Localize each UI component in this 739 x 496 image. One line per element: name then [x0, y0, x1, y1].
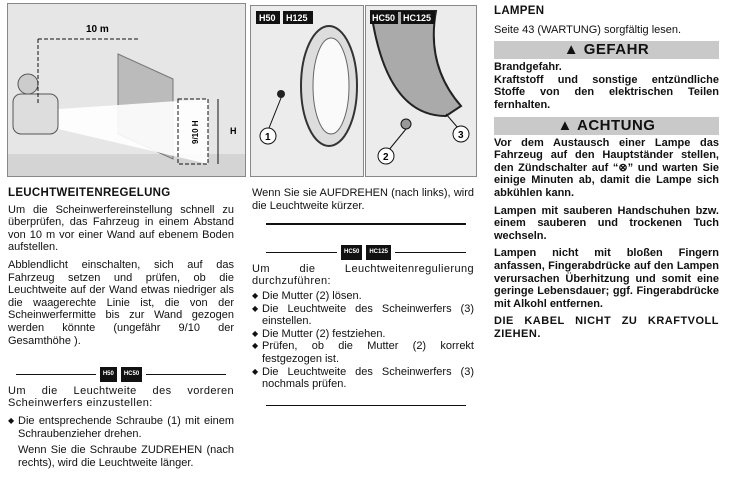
ratio-label: 9/10 H [191, 120, 200, 144]
model-badge: HC125 [403, 13, 431, 23]
callout-2: 2 [383, 152, 389, 163]
model-badge: HC50 [120, 367, 143, 382]
model-badge: HC50 [340, 245, 363, 260]
bullet-note: Wenn Sie die Schraube ZUDREHEN (nach rec… [18, 444, 234, 469]
list-item: Die Leuchtweite des Scheinwerfers (3) ei… [252, 303, 474, 328]
callout-3: 3 [458, 130, 464, 141]
section-intro: Um die Leuchtweitenregulierung durchzufü… [252, 262, 474, 288]
list-item: Die Mutter (2) festziehen. [252, 328, 474, 341]
danger-text: Kraftstoff und sonstige entzündliche Sto… [494, 73, 719, 111]
caution-text: Lampen nicht mit bloßen Fingern anfassen… [494, 247, 719, 310]
danger-label: GEFAHR [583, 41, 650, 59]
distance-label: 10 m [86, 24, 109, 35]
caution-banner: ▲ ACHTUNG [494, 116, 719, 135]
list-item: Die Mutter (2) lösen. [252, 290, 474, 303]
section-intro: Um die Leuchtweite des vorderen Scheinwe… [8, 384, 234, 410]
right-column: LAMPEN Seite 43 (WARTUNG) sorgfältig les… [494, 5, 719, 345]
headlight-nut-diagram: 2 3 HC50 HC125 [365, 5, 477, 177]
headlight-aim-illustration: 10 m H 9/10 H [8, 4, 245, 176]
left-column: LEUCHTWEITENREGELUNG Um die Scheinwerfer… [8, 187, 234, 474]
paragraph: Abblendlicht einschalten, sich auf das F… [8, 258, 234, 347]
divider [266, 404, 466, 407]
model-badge: HC50 [372, 13, 395, 23]
headlight-screw-diagram: 1 H50 H125 [250, 5, 364, 177]
headlight-aim-diagram: 10 m H 9/10 H [7, 3, 246, 177]
paragraph: Wenn Sie sie AUFDREHEN (nach links), wir… [252, 187, 474, 212]
divider [266, 223, 466, 226]
model-badge: H50 [259, 13, 276, 23]
section-heading: LAMPEN [494, 5, 545, 17]
paragraph: Seite 43 (WARTUNG) sorgfältig lesen. [494, 23, 682, 36]
danger-banner: ▲ GEFAHR [494, 41, 719, 60]
warning-triangle-icon: ▲ [557, 116, 573, 134]
model-badge: HC125 [366, 245, 392, 260]
list-item: Prüfen, ob die Mutter (2) korrekt festge… [252, 340, 474, 365]
height-label: H [230, 126, 237, 136]
model-badge: H50 [99, 367, 117, 382]
model-badge: H125 [286, 13, 308, 23]
list-item: Die entsprechende Schraube (1) mit einem… [8, 415, 234, 440]
caution-label: ACHTUNG [576, 116, 656, 134]
warning-triangle-icon: ▲ [563, 41, 580, 59]
caution-text: DIE KABEL NICHT ZU KRAFTVOLL ZIEHEN. [494, 315, 719, 340]
middle-column: Wenn Sie sie AUFDREHEN (nach links), wir… [252, 187, 474, 407]
section-heading: LEUCHTWEITENREGELUNG [8, 187, 171, 199]
caution-text: Lampen mit sauberen Handschuhen bzw. ein… [494, 204, 719, 242]
list-item: Die Leuchtweite des Scheinwerfers (3) no… [252, 366, 474, 391]
callout-1: 1 [265, 132, 271, 143]
paragraph: Um die Scheinwerfereinstellung schnell z… [8, 203, 234, 254]
danger-text: Brandgefahr. [494, 61, 562, 74]
caution-text: Vor dem Austausch einer Lampe das Fahrze… [494, 136, 719, 199]
